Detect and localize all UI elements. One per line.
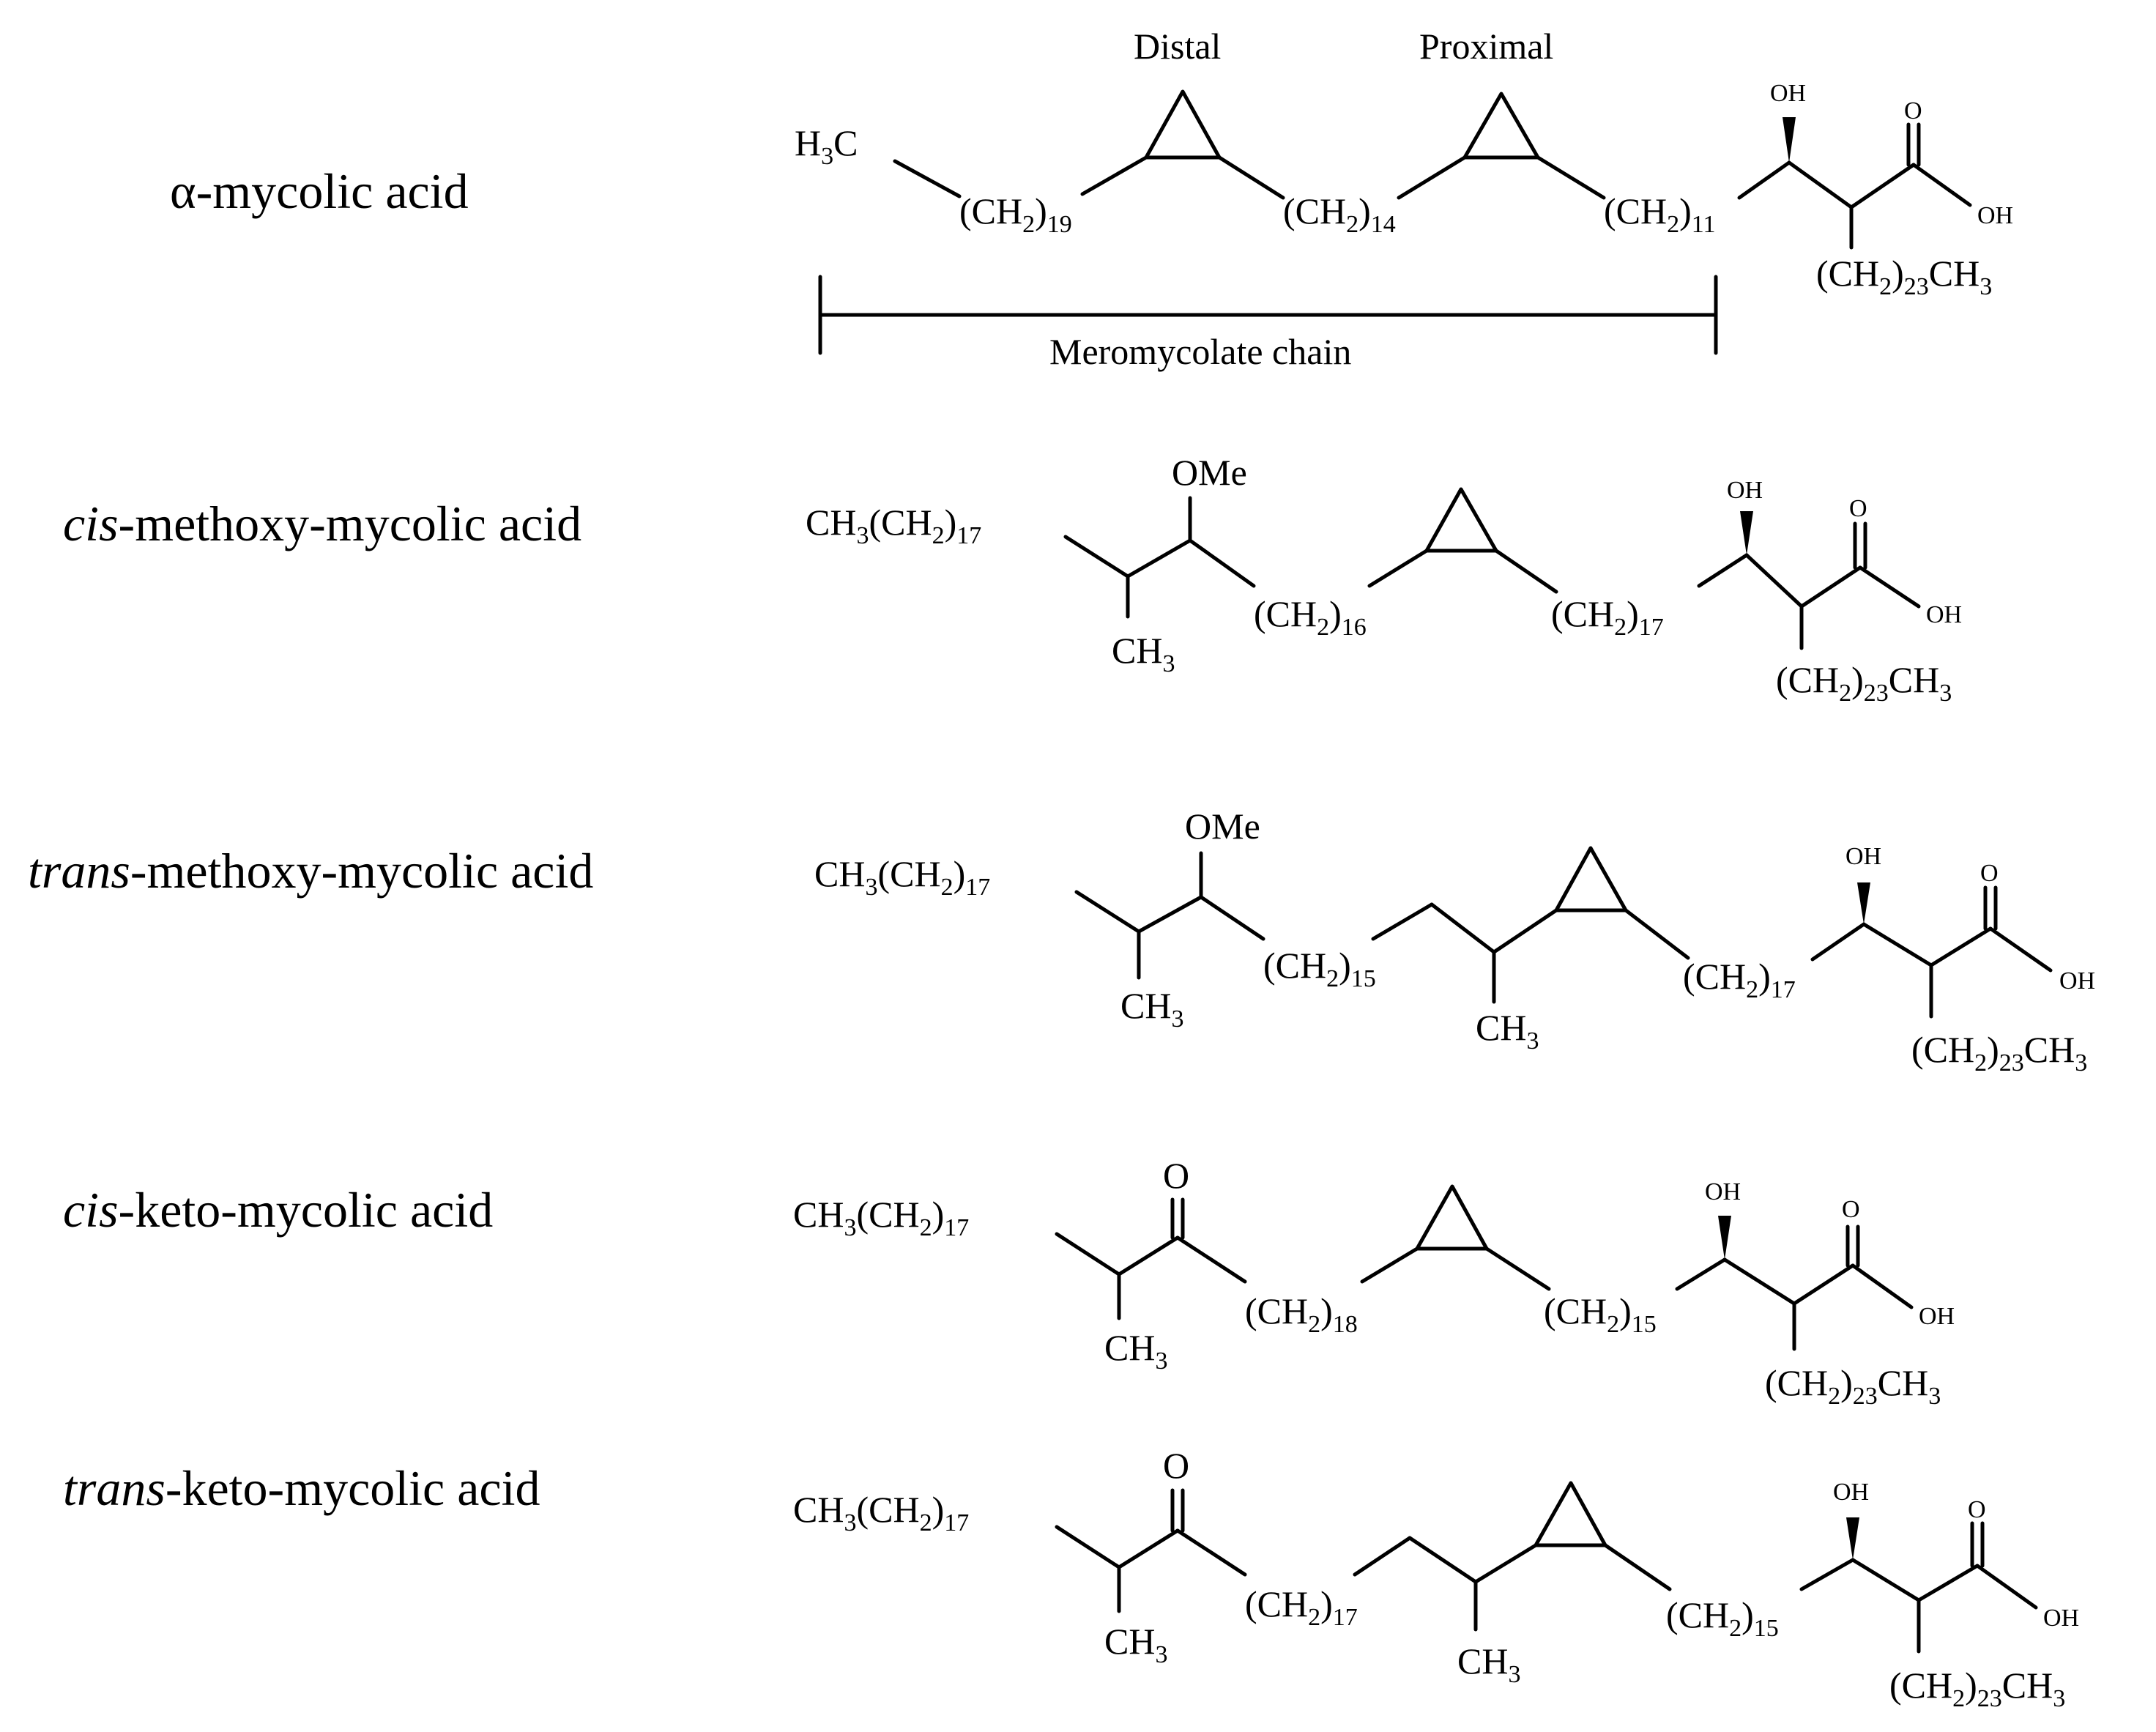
carbonyl-o-label: O <box>1904 97 1922 124</box>
cis-methoxy-mycolic-acid-row: cis-methoxy-mycolic acid CH3(CH2)17 OMe … <box>63 452 1962 707</box>
ch2-17-group: (CH2)17 <box>1245 1583 1358 1631</box>
ch3-branch: CH3 <box>1476 1007 1539 1055</box>
wedge-bond <box>1783 117 1796 163</box>
acid-oh-label: OH <box>2043 1605 2079 1632</box>
ch2-14-group: (CH2)14 <box>1283 190 1396 238</box>
ch2-23-ch3-group: (CH2)23CH3 <box>1776 659 1952 707</box>
carbonyl-o-label: O <box>1849 495 1867 522</box>
ch2-17-group: (CH2)17 <box>1683 956 1796 1003</box>
ch2-15-group: (CH2)15 <box>1544 1290 1657 1338</box>
compound-name-cis-keto: cis-keto-mycolic acid <box>63 1182 493 1238</box>
ch3ch2-17-group: CH3(CH2)17 <box>806 502 981 549</box>
cis-methoxy-bonds <box>1063 487 1921 650</box>
alpha-bonds <box>893 89 1972 250</box>
trans-methoxy-mycolic-acid-row: trans-methoxy-mycolic acid CH3(CH2)17 OM… <box>28 806 2095 1077</box>
ch2-23-ch3-group: (CH2)23CH3 <box>1911 1029 2087 1077</box>
acid-oh-label: OH <box>1977 202 2013 229</box>
carbonyl-o-label: O <box>1842 1196 1860 1223</box>
ch2-17-group: (CH2)17 <box>1551 593 1664 641</box>
acid-oh-label: OH <box>1919 1303 1955 1330</box>
ch3-branch: CH3 <box>1104 1327 1167 1375</box>
ch3-branch: CH3 <box>1112 630 1175 677</box>
oh-label: OH <box>1705 1178 1741 1205</box>
oh-label: OH <box>1845 843 1881 870</box>
proximal-label: Proximal <box>1419 26 1553 67</box>
oh-label: OH <box>1770 80 1806 107</box>
ch3ch2-17-group: CH3(CH2)17 <box>814 853 990 901</box>
ch2-18-group: (CH2)18 <box>1245 1290 1358 1338</box>
carbonyl-o-label: O <box>1968 1496 1986 1523</box>
ketone-o-label: O <box>1163 1155 1189 1196</box>
acid-oh-label: OH <box>1926 601 1962 628</box>
ch2-11-group: (CH2)11 <box>1604 190 1716 238</box>
wedge-bond <box>1740 511 1753 555</box>
meromycolate-chain-label: Meromycolate chain <box>1049 331 1351 372</box>
compound-name-alpha: α-mycolic acid <box>170 163 469 219</box>
h3c-group: H3C <box>795 122 858 170</box>
carbonyl-o-label: O <box>1980 860 1999 887</box>
acid-oh-label: OH <box>2059 967 2095 995</box>
ch3ch2-17-group: CH3(CH2)17 <box>793 1489 969 1536</box>
alpha-mycolic-acid-row: α-mycolic acid Distal Proximal H3C (CH2)… <box>170 26 2013 372</box>
cis-keto-bonds <box>1055 1184 1914 1351</box>
ch2-19-group: (CH2)19 <box>959 190 1072 238</box>
trans-keto-mycolic-acid-row: trans-keto-mycolic acid CH3(CH2)17 O <box>63 1445 2079 1712</box>
ch3ch2-17-group: CH3(CH2)17 <box>793 1194 969 1241</box>
trans-methoxy-bonds <box>1074 846 2053 1019</box>
compound-name-cis-methoxy: cis-methoxy-mycolic acid <box>63 496 581 551</box>
ch3-branch: CH3 <box>1457 1640 1520 1688</box>
ketone-o-label: O <box>1163 1445 1189 1486</box>
ome-label: OMe <box>1185 806 1260 847</box>
compound-name-trans-keto: trans-keto-mycolic acid <box>63 1460 540 1516</box>
oh-label: OH <box>1727 477 1763 504</box>
ch3-branch: CH3 <box>1120 985 1183 1033</box>
ch2-23-ch3-group: (CH2)23CH3 <box>1889 1665 2065 1712</box>
cis-keto-mycolic-acid-row: cis-keto-mycolic acid CH3(CH2)17 O CH3 (… <box>63 1155 1955 1410</box>
ch2-15-group: (CH2)15 <box>1263 945 1376 992</box>
ome-label: OMe <box>1172 452 1247 493</box>
wedge-bond <box>1718 1216 1731 1260</box>
meromycolate-chain-bracket <box>818 275 1718 355</box>
distal-label: Distal <box>1134 26 1221 67</box>
wedge-bond <box>1857 882 1870 924</box>
ch3-branch: CH3 <box>1104 1621 1167 1668</box>
ch2-23-ch3-group: (CH2)23CH3 <box>1816 253 1992 300</box>
ch2-23-ch3-group: (CH2)23CH3 <box>1765 1362 1941 1410</box>
trans-keto-bonds <box>1055 1481 2038 1654</box>
ch2-16-group: (CH2)16 <box>1254 593 1367 641</box>
oh-label: OH <box>1833 1479 1869 1506</box>
ch2-15-group: (CH2)15 <box>1666 1594 1779 1642</box>
compound-name-trans-methoxy: trans-methoxy-mycolic acid <box>28 843 593 899</box>
wedge-bond <box>1846 1517 1859 1560</box>
